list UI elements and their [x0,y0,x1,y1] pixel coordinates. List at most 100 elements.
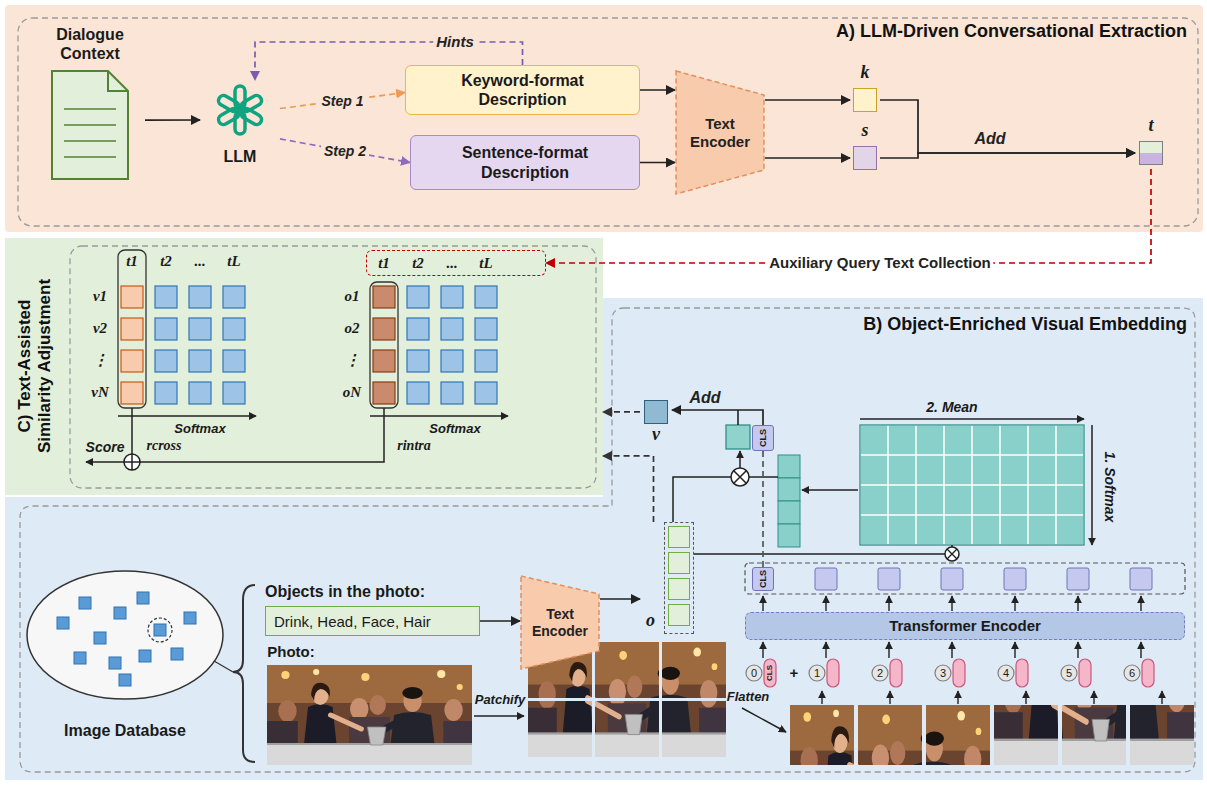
connector [762,451,764,567]
annotation: 1. Softmax [1102,452,1118,523]
vector-square: s [850,120,880,174]
annotation: vN [91,384,109,401]
object-embedding-column: o [640,522,694,634]
document-icon: Dialogue Context [35,25,145,195]
vector-cell [668,552,690,574]
panel-title: B) Object-Enriched Visual Embedding [863,314,1187,334]
annotation: Score [86,439,125,455]
vector-cell [1139,141,1163,165]
cls-token: CLS [752,425,774,451]
vector-cell [853,146,877,170]
annotation: 2 [877,667,883,680]
encoder-text: Text Encoder [675,115,765,151]
token-text: CLS [758,570,768,588]
document-drawing [50,69,130,181]
connector [603,411,640,413]
annotation: o2 [345,320,360,337]
annotation: ⋮ [93,352,108,369]
vector-cell [853,88,877,112]
annotation: 2. Mean [926,399,977,415]
annotation: 4 [1003,667,1009,680]
object-list-box: Drink, Head, Face, Hair [265,606,480,636]
annotation: Softmax [174,422,225,437]
annotation: t2 [160,253,172,270]
edge-label: Auxiliary Query Text Collection [766,254,993,271]
annotation: Photo: [267,643,314,660]
connector [600,598,640,600]
vector-name: t [1148,115,1153,135]
connector [640,89,675,91]
box-text: Drink, Head, Face, Hair [274,613,431,630]
box-text: Keyword-format Description [416,71,629,109]
llm-logo [210,80,270,140]
heading: Objects in the photo: [265,582,480,602]
connector [603,456,654,522]
vector-cell [668,604,690,626]
box-text: Transformer Encoder [889,617,1041,635]
vector-name: k [861,62,870,82]
encoder-text: Text Encoder [520,606,600,640]
annotation: tL [227,253,240,270]
connector [672,410,763,425]
annotation: 3 [940,667,946,680]
connector [280,93,405,109]
panel-title: C) Text-Assisted Similarity Adjustment [15,279,54,453]
process-box: Sentence-format Description [410,135,640,190]
connector [765,157,850,159]
encoder-trapezoid: Text Encoder [520,575,600,670]
annotation: CLS [765,665,774,681]
annotation: o1 [345,288,360,305]
vector-name: s [861,120,868,140]
column-header: t1 [367,255,401,272]
annotation: 1 [814,667,820,680]
panel-region: B) Object-Enriched Visual EmbeddingImage… [5,298,1203,780]
annotation: rcross [146,438,181,454]
annotation: Flatten [727,690,770,705]
vector-square: k [850,62,880,116]
connector [765,99,850,101]
annotation: Patchify [475,693,526,708]
panel-title-holder: C) Text-Assisted Similarity Adjustment [15,266,55,466]
database-drawing [25,568,225,702]
annotation: v1 [93,288,107,305]
column-header: ... [435,255,469,272]
connector [640,162,675,164]
panel-title-holder: B) Object-Enriched Visual Embedding [863,314,1187,335]
connector [880,153,1135,158]
transformer-box: Transformer Encoder [745,612,1185,640]
column-header: t2 [401,255,435,272]
icon-label: LLM [224,148,257,166]
connector [145,119,200,121]
vector-name: v [652,424,660,444]
llm-icon: LLM [200,80,280,175]
heading: Dialogue Context [40,25,140,63]
edge-label: Hints [433,33,477,50]
vector-square: t [1135,115,1167,169]
query-header-box: t1t2...tL [366,250,546,276]
edge-label: Add [971,130,1008,148]
connector [480,620,520,622]
annotation: + [790,664,799,681]
edge-label: Step 1 [318,92,366,108]
vector-cell [668,578,690,600]
database-label: Image Database [64,722,186,740]
column-header: tL [469,255,503,272]
annotation: Softmax [429,422,480,437]
annotation: oN [343,384,361,401]
embedding-column [664,522,694,634]
panel-region: A) LLM-Driven Conversational Extraction D… [5,5,1203,232]
edge-label: Add [686,389,723,407]
annotation: 5 [1066,667,1072,680]
database-ellipse: Image Database [25,568,225,748]
token-text: CLS [758,429,768,447]
annotation: v2 [93,320,107,337]
vector-name: o [646,610,664,630]
panel-title-holder: A) LLM-Driven Conversational Extraction [836,21,1187,42]
box-text: Sentence-format Description [421,143,629,181]
encoder-trapezoid: Text Encoder [675,70,765,195]
connector [880,100,1135,153]
edge-label: Step 2 [321,143,369,159]
annotation: 0 [751,667,757,680]
vector-cell [668,526,690,548]
